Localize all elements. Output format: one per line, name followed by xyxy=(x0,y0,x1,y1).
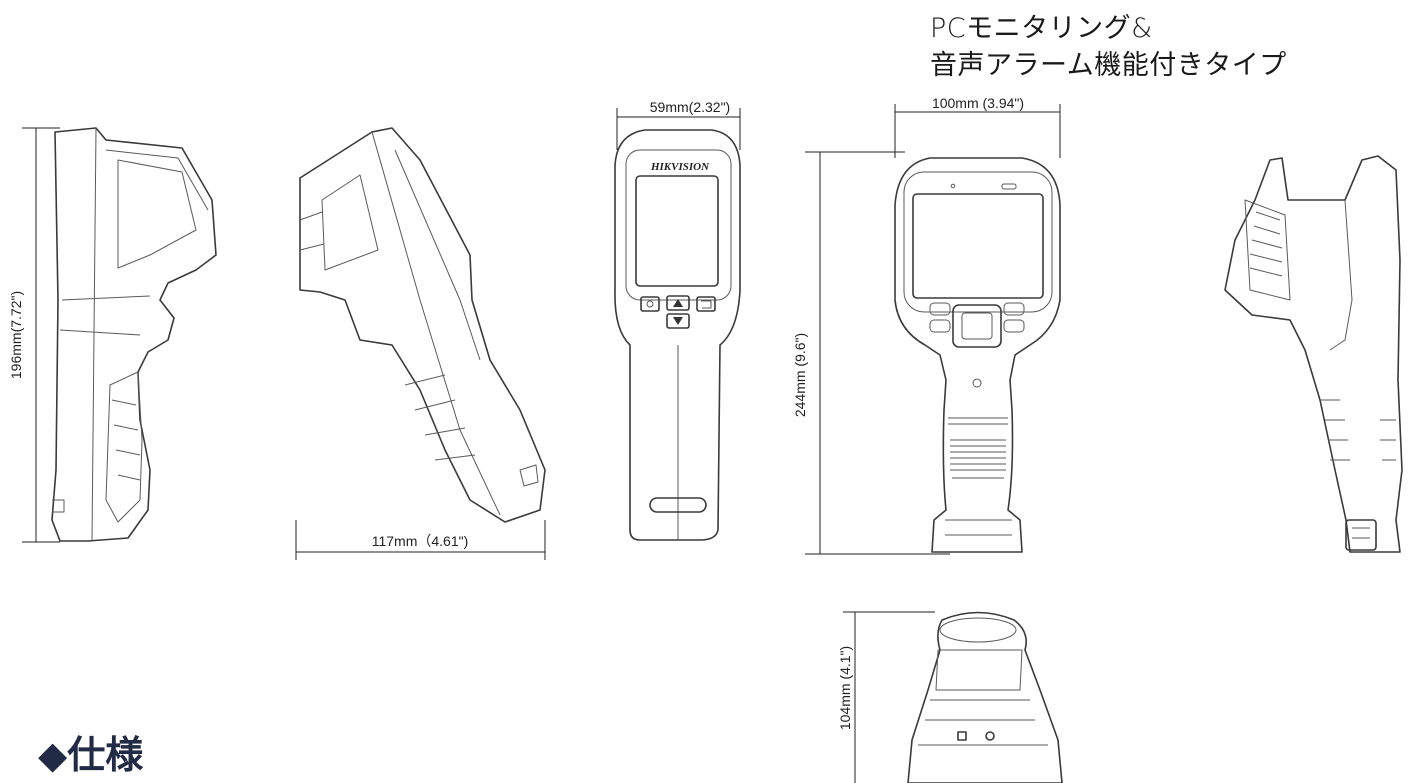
side-view-angled: 117mm（4.61") xyxy=(295,127,546,560)
side-view-left: 196mm(7.72") xyxy=(8,127,217,543)
back-button xyxy=(696,296,716,312)
side-depth-label: 117mm（4.61") xyxy=(372,533,469,549)
up-button xyxy=(666,295,690,311)
side-view-right xyxy=(1224,155,1403,553)
down-button xyxy=(666,313,690,329)
side-height-label: 196mm(7.72") xyxy=(8,291,24,379)
heading-line-1: PCモニタリング& xyxy=(930,13,1153,44)
display-front-view: 100mm (3.94") 244mm (9.6") xyxy=(792,95,1061,555)
heading-line-2: 音声アラーム機能付きタイプ xyxy=(930,50,1287,81)
power-button xyxy=(640,296,660,312)
display-width-label: 100mm (3.94") xyxy=(932,95,1024,111)
front-view: 59mm(2.32") HIKVISION xyxy=(614,99,741,541)
front-width-label: 59mm(2.32") xyxy=(650,99,730,115)
bottom-depth-label: 104mm (4.1") xyxy=(837,646,853,730)
bottom-view: 104mm (4.1") xyxy=(837,611,1063,783)
brand-logo: HIKVISION xyxy=(650,161,710,173)
spec-heading: ◆仕様 xyxy=(38,733,144,777)
display-height-label: 244mm (9.6") xyxy=(792,333,808,417)
